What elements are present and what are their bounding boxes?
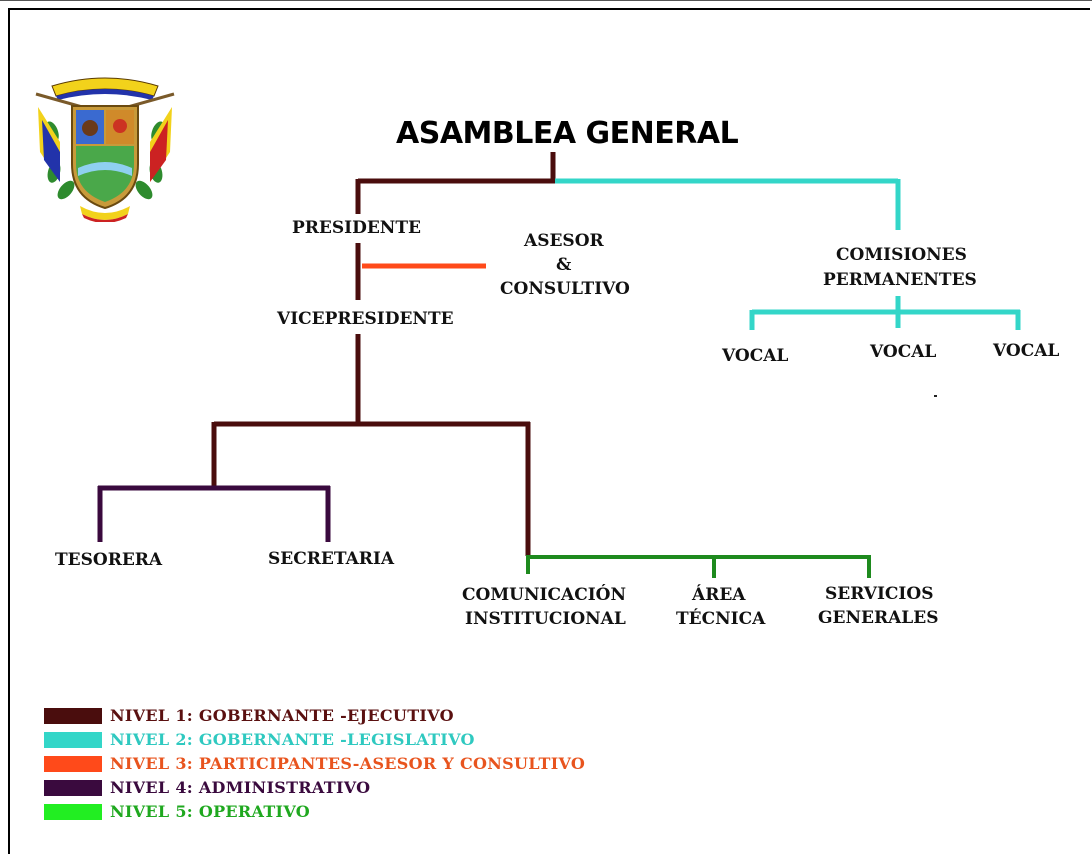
node-comisiones-line2: PERMANENTES [823, 270, 977, 290]
legend-swatch [44, 732, 102, 748]
node-vocal-3: VOCAL [993, 341, 1060, 361]
legend-label: NIVEL 1: GOBERNANTE -EJECUTIVO [110, 706, 454, 725]
node-secretaria: SECRETARIA [268, 549, 395, 569]
legend-swatch [44, 780, 102, 796]
node-servicios-line2: GENERALES [818, 608, 939, 628]
node-asesor-line3: CONSULTIVO [500, 279, 630, 299]
node-asesor-line1: ASESOR [524, 231, 604, 251]
asamblea-general-title: ASAMBLEA GENERAL [396, 116, 739, 151]
legend-label: NIVEL 5: OPERATIVO [110, 802, 311, 821]
legend-label: NIVEL 3: PARTICIPANTES-ASESOR Y CONSULTI… [110, 754, 586, 773]
node-servicios-line1: SERVICIOS [825, 584, 934, 604]
legend-swatch [44, 804, 102, 820]
level5-connectors [526, 555, 871, 578]
node-area-line2: TÉCNICA [676, 609, 766, 629]
top-border-line [0, 0, 1092, 1]
level2-connectors [555, 178, 1021, 330]
node-area-line1: ÁREA [692, 585, 746, 605]
level1-connectors [211, 152, 556, 556]
legend-swatch [44, 756, 102, 772]
node-vocal-1: VOCAL [722, 346, 789, 366]
node-vocal-2: VOCAL [870, 342, 937, 362]
stray-dot [934, 395, 937, 397]
coat-of-arms-icon [35, 77, 175, 222]
legend-label: NIVEL 2: GOBERNANTE -LEGISLATIVO [110, 730, 475, 749]
node-asesor-line2: & [556, 255, 572, 275]
node-presidente: PRESIDENTE [292, 218, 421, 238]
node-tesorera: TESORERA [55, 550, 163, 570]
node-vicepresidente: VICEPRESIDENTE [277, 309, 454, 329]
node-comunicacion-line1: COMUNICACIÓN [462, 585, 627, 605]
legend-swatch [44, 708, 102, 724]
legend-label: NIVEL 4: ADMINISTRATIVO [110, 778, 371, 797]
node-comunicacion-line2: INSTITUCIONAL [465, 609, 626, 629]
node-comisiones-line1: COMISIONES [836, 245, 967, 265]
diagram-frame [8, 8, 1090, 854]
level4-connectors [97, 485, 331, 542]
